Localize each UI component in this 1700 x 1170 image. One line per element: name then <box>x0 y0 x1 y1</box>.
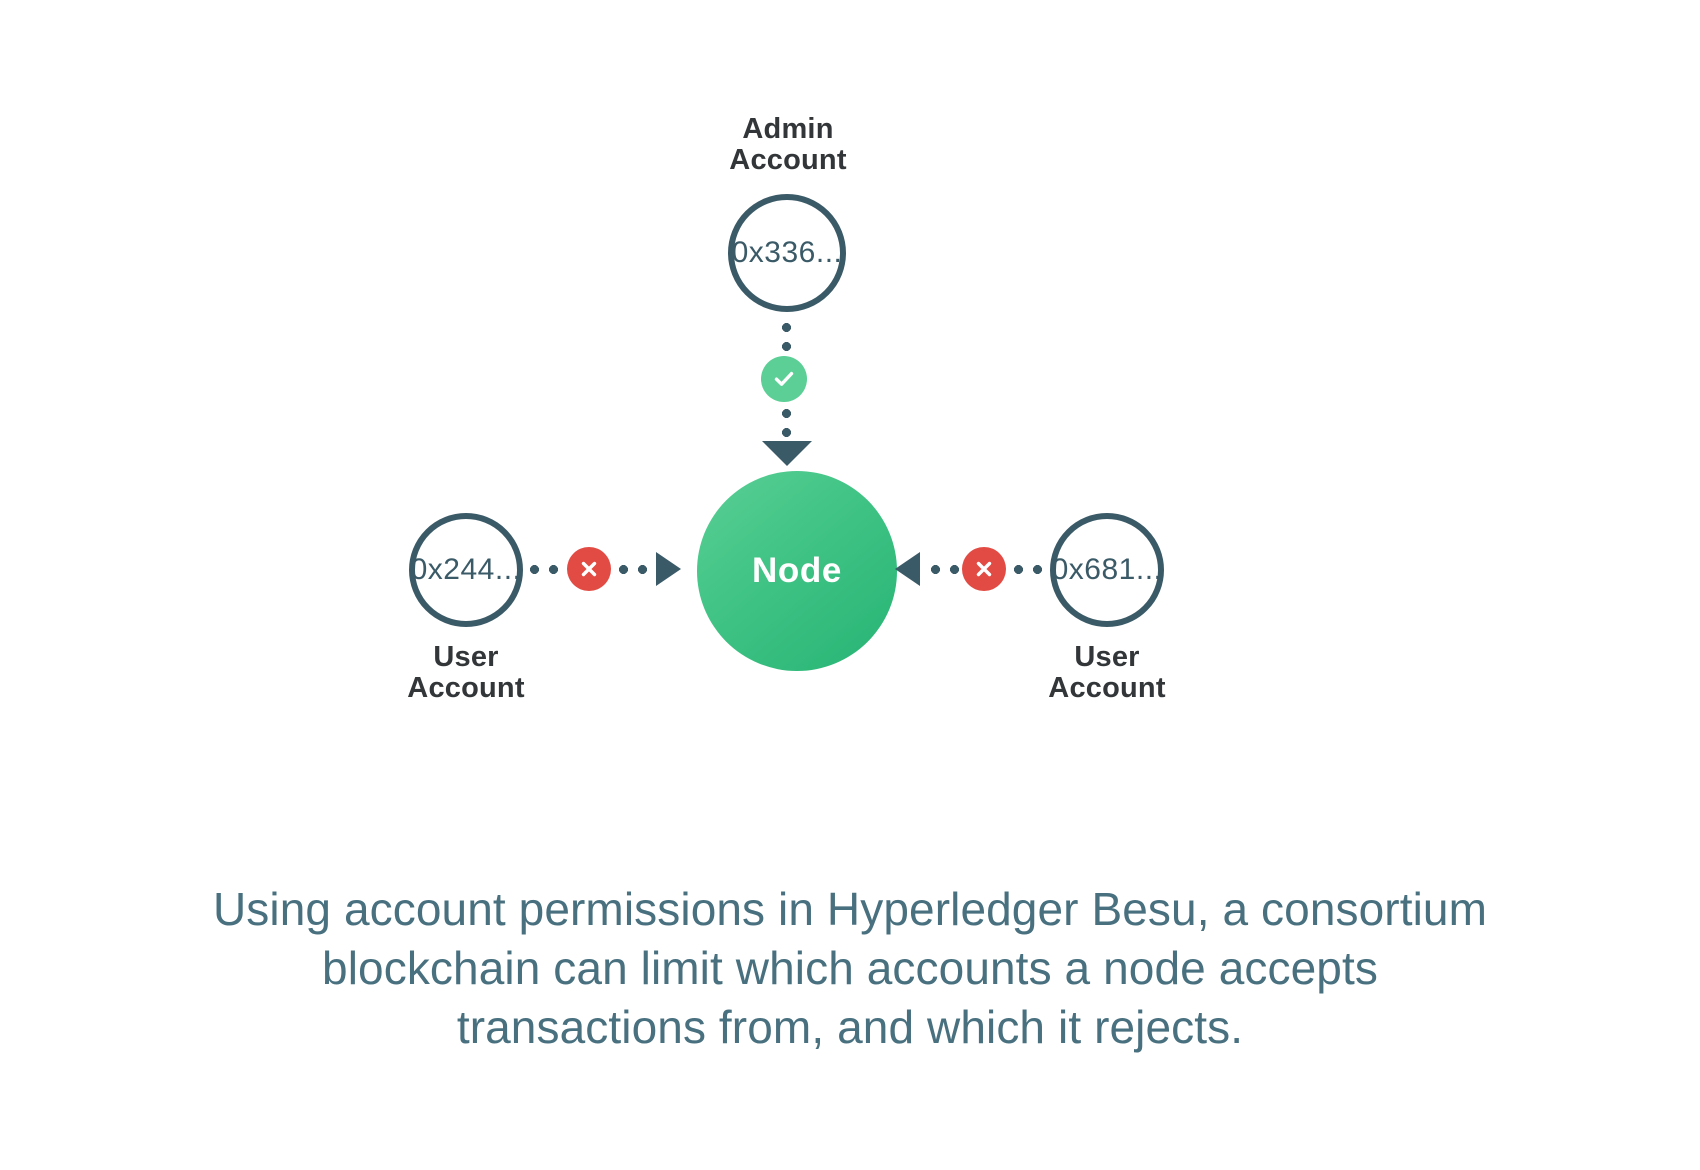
left-user-account-circle[interactable]: 0x244... <box>409 513 523 627</box>
right-permission-deny-badge[interactable] <box>962 547 1006 591</box>
admin-account-label: Admin Account <box>729 113 847 177</box>
left-permission-deny-badge[interactable] <box>567 547 611 591</box>
left-connector-outer <box>614 565 658 574</box>
admin-account-circle[interactable]: 0x336... <box>728 194 846 312</box>
permission-allow-badge[interactable] <box>761 356 807 402</box>
admin-arrowhead-down <box>762 441 812 466</box>
left-arrowhead-right <box>656 552 681 586</box>
left-user-account-label: User Account <box>407 641 525 705</box>
node-label: Node <box>752 551 842 590</box>
admin-connector-lower <box>782 404 791 442</box>
cross-icon <box>581 561 597 577</box>
cross-icon <box>976 561 992 577</box>
admin-connector-upper <box>782 318 791 360</box>
left-connector-inner <box>525 565 569 574</box>
right-user-account-label: User Account <box>1048 641 1166 705</box>
node-circle[interactable]: Node <box>697 471 897 671</box>
right-connector-outer <box>1009 565 1053 574</box>
left-user-account-address: 0x244... <box>410 553 522 586</box>
admin-account-address: 0x336... <box>731 236 843 269</box>
check-icon <box>774 371 794 386</box>
right-user-account-circle[interactable]: 0x681... <box>1050 513 1164 627</box>
right-arrowhead-left <box>895 552 920 586</box>
right-user-account-address: 0x681... <box>1051 553 1163 586</box>
caption-text: Using account permissions in Hyperledger… <box>212 883 1488 1053</box>
right-connector-inner <box>926 565 966 574</box>
